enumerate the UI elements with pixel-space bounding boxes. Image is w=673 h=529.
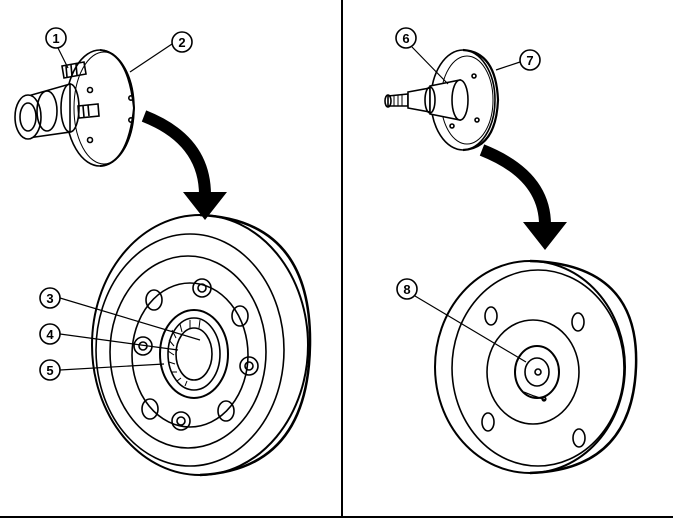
callout-4-label: 4 [46,327,54,342]
right-panel: 6 7 8 [384,27,638,475]
backing-plate-assembly [384,48,500,152]
callout-7: 7 [495,49,541,71]
callout-6-label: 6 [402,31,409,46]
brake-drum-right [434,259,638,475]
left-panel: 1 2 3 4 5 [14,27,312,477]
callout-5: 5 [39,359,165,381]
callout-2: 2 [129,31,193,73]
lug-nut [239,356,259,376]
callout-3: 3 [39,287,201,341]
callout-1-label: 1 [52,31,59,46]
callout-8: 8 [396,278,527,363]
callout-8-label: 8 [403,282,410,297]
right-arrow [479,144,567,250]
callout-4: 4 [39,323,179,351]
left-arrow [141,110,227,220]
lug-nut [171,411,191,431]
callout-6: 6 [395,27,449,85]
callout-2-label: 2 [178,35,185,50]
callout-5-label: 5 [46,363,53,378]
hub-assembly [14,49,136,167]
callout-7-label: 7 [526,53,533,68]
callout-3-label: 3 [46,291,53,306]
callout-1: 1 [45,27,69,69]
brake-drum-left [91,213,312,477]
lug-nut [192,278,212,298]
